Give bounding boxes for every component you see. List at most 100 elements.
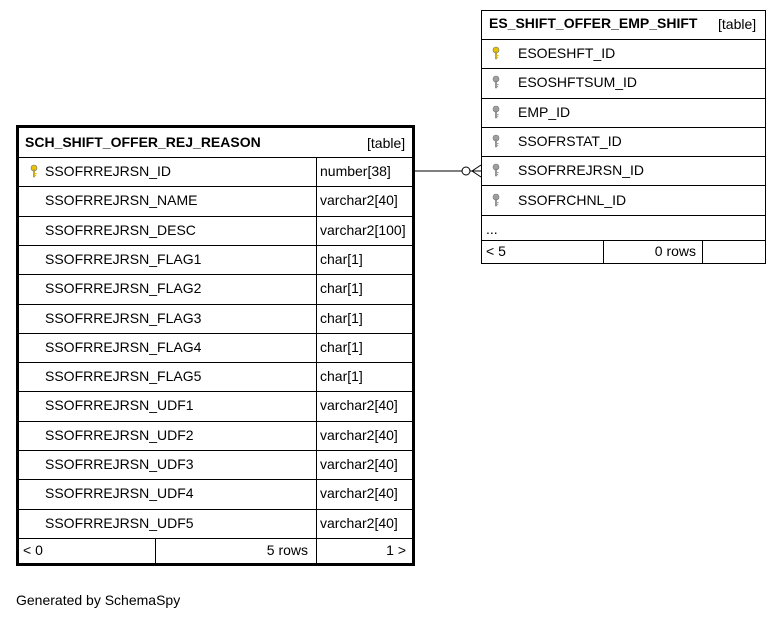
primary-key-icon: [491, 46, 501, 60]
crowfoot-upper: [471, 164, 482, 172]
header-divider: [482, 39, 765, 40]
column-row[interactable]: SSOFRREJRSN_FLAG1 char[1]: [19, 244, 412, 274]
row-divider: [482, 185, 765, 187]
column-name: SSOFRCHNL_ID: [518, 191, 627, 208]
row-divider: [482, 156, 765, 158]
column-row[interactable]: SSOFRREJRSN_UDF1 varchar2[40]: [19, 391, 412, 420]
row-divider: [19, 420, 412, 422]
more-columns: ...: [486, 221, 498, 237]
column-name: SSOFRREJRSN_UDF1: [45, 397, 194, 414]
column-name: SSOFRREJRSN_UDF3: [45, 456, 194, 472]
header-divider: [19, 157, 412, 158]
zero-cardinality-marker: [461, 166, 471, 176]
row-divider: [19, 450, 412, 451]
footer-divider: [482, 240, 765, 241]
row-divider: [19, 303, 412, 305]
generated-by-note: Generated by SchemaSpy: [16, 592, 181, 608]
row-count: 5 rows: [266, 542, 308, 558]
row-count: 0 rows: [654, 243, 696, 259]
table-type-tag: [table]: [718, 16, 757, 32]
footer-divider-1: [603, 240, 604, 264]
footer-divider: [19, 538, 412, 539]
column-row[interactable]: ESOSHFTSUM_ID: [482, 68, 765, 99]
row-divider: [482, 68, 765, 70]
column-type: varchar2[100]: [320, 221, 406, 238]
foreign-key-icon: [491, 105, 501, 119]
column-name: ESOESHFT_ID: [518, 45, 616, 61]
column-row[interactable]: SSOFRCHNL_ID: [482, 186, 765, 216]
row-divider: [19, 362, 412, 364]
column-name: SSOFRREJRSN_UDF4: [45, 485, 194, 502]
es-shift-offer-emp-shift-table[interactable]: ES_SHIFT_OFFER_EMP_SHIFT [table] ESOESHF…: [481, 10, 766, 264]
name-type-divider: [316, 157, 317, 539]
column-name: SSOFRREJRSN_FLAG5: [45, 368, 202, 385]
column-name: SSOFRREJRSN_FLAG3: [45, 309, 202, 326]
column-name: SSOFRREJRSN_FLAG1: [45, 250, 202, 267]
column-name: SSOFRREJRSN_NAME: [45, 192, 198, 209]
column-type: varchar2[40]: [320, 514, 398, 531]
sch-shift-offer-rej-reason-table[interactable]: SCH_SHIFT_OFFER_REJ_REASON [table] SSOFR…: [16, 125, 415, 566]
column-row[interactable]: SSOFRREJRSN_DESC varchar2[100]: [19, 215, 412, 245]
column-type: char[1]: [320, 250, 363, 267]
table-title[interactable]: SCH_SHIFT_OFFER_REJ_REASON: [25, 134, 261, 150]
foreign-key-icon: [491, 163, 501, 177]
row-divider: [19, 479, 412, 481]
row-divider: [482, 97, 765, 99]
column-type: varchar2[40]: [320, 397, 398, 414]
column-row[interactable]: SSOFRREJRSN_FLAG4 char[1]: [19, 332, 412, 362]
column-name: EMP_ID: [518, 103, 571, 120]
column-row[interactable]: SSOFRREJRSN_UDF3 varchar2[40]: [19, 450, 412, 479]
primary-key-icon: [29, 164, 39, 178]
column-type: char[1]: [320, 280, 363, 297]
row-divider: [19, 274, 412, 276]
footer-divider-2: [702, 240, 703, 264]
column-name: SSOFRREJRSN_DESC: [45, 221, 196, 238]
row-divider: [19, 508, 412, 510]
table-title[interactable]: ES_SHIFT_OFFER_EMP_SHIFT: [489, 15, 698, 31]
column-name: SSOFRREJRSN_UDF2: [45, 426, 194, 443]
foreign-key-icon: [491, 75, 501, 89]
footer-divider-2: [316, 538, 317, 566]
footer-divider-1: [155, 538, 156, 566]
row-divider: [482, 126, 765, 128]
column-name: SSOFRREJRSN_ID: [45, 163, 172, 179]
column-type: varchar2[40]: [320, 485, 398, 502]
column-row[interactable]: SSOFRREJRSN_UDF2 varchar2[40]: [19, 420, 412, 450]
column-type: char[1]: [320, 309, 363, 326]
column-type: char[1]: [320, 368, 363, 385]
column-row[interactable]: ESOESHFT_ID: [482, 39, 765, 70]
column-name: SSOFRSTAT_ID: [518, 132, 622, 149]
column-name: SSOFRREJRSN_FLAG4: [45, 338, 202, 355]
table-type-tag: [table]: [367, 135, 406, 151]
column-name: SSOFRREJRSN_UDF5: [45, 514, 194, 531]
column-type: varchar2[40]: [320, 192, 398, 209]
row-divider: [19, 391, 412, 393]
column-row[interactable]: SSOFRREJRSN_UDF5 varchar2[40]: [19, 508, 412, 538]
column-row[interactable]: SSOFRREJRSN_FLAG2 char[1]: [19, 274, 412, 303]
column-row[interactable]: SSOFRREJRSN_UDF4 varchar2[40]: [19, 479, 412, 508]
column-name: SSOFRREJRSN_FLAG2: [45, 280, 202, 297]
column-row[interactable]: SSOFRREJRSN_FLAG3 char[1]: [19, 303, 412, 333]
foreign-key-icon: [491, 193, 501, 207]
column-type: varchar2[40]: [320, 426, 398, 443]
row-divider: [19, 215, 412, 217]
column-name: SSOFRREJRSN_ID: [518, 162, 645, 179]
row-divider: [482, 214, 765, 216]
children-link[interactable]: 1 >: [386, 542, 406, 558]
row-divider: [19, 186, 412, 188]
column-type: char[1]: [320, 338, 363, 355]
column-row[interactable]: SSOFRSTAT_ID: [482, 127, 765, 158]
row-divider: [19, 332, 412, 334]
parents-link[interactable]: < 0: [23, 542, 43, 558]
column-row[interactable]: SSOFRREJRSN_ID: [482, 156, 765, 187]
column-row[interactable]: SSOFRREJRSN_NAME varchar2[40]: [19, 186, 412, 215]
column-type: varchar2[40]: [320, 456, 398, 472]
column-row[interactable]: EMP_ID: [482, 98, 765, 128]
parents-link[interactable]: < 5: [486, 243, 506, 259]
crowfoot-lower: [471, 170, 482, 178]
foreign-key-icon: [491, 134, 501, 148]
column-name: ESOSHFTSUM_ID: [518, 74, 638, 91]
column-row[interactable]: SSOFRREJRSN_FLAG5 char[1]: [19, 362, 412, 391]
